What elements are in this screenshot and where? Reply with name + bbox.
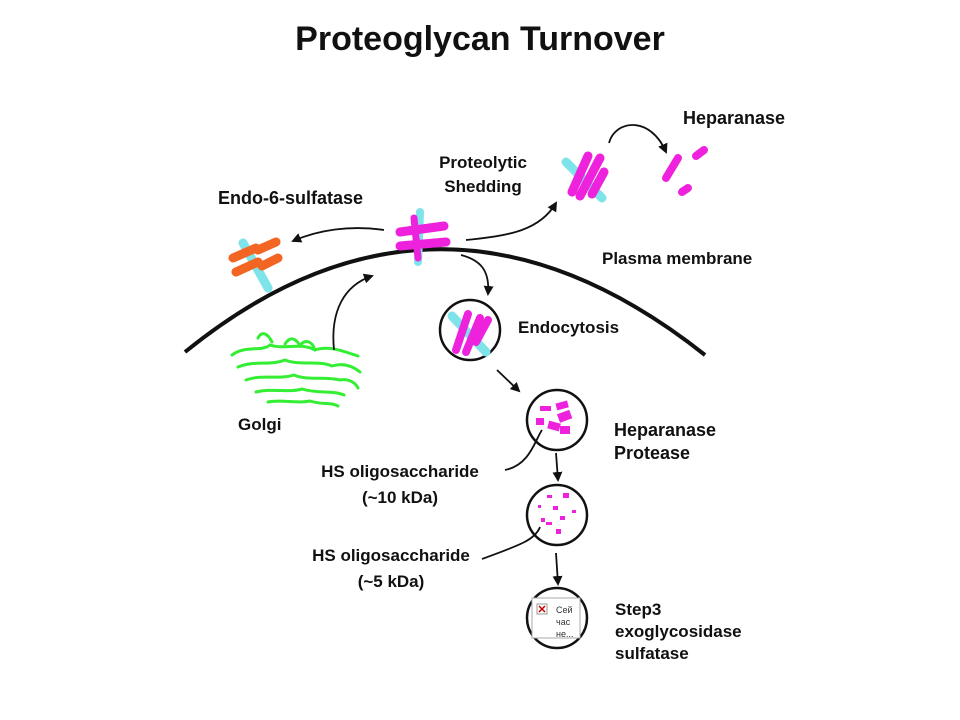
arrow-endocytosis xyxy=(460,254,494,296)
diagram-title: Proteoglycan Turnover xyxy=(295,20,665,58)
arrow-shedding xyxy=(465,201,558,241)
arrow-golgi-to-membrane xyxy=(332,273,374,351)
arrow-to-endosulfatase xyxy=(291,227,385,243)
broken-image-text-3: не... xyxy=(556,629,573,639)
broken-image-icon xyxy=(536,603,548,615)
label-hs-oligo-10-1: HS oligosaccharide xyxy=(321,462,479,481)
label-endo-sulfatase: Endo-6-sulfatase xyxy=(218,188,363,208)
golgi-shape xyxy=(230,332,362,408)
label-hs-oligo-10-2: (~10 kDa) xyxy=(362,488,438,507)
proteoglycan-endosulfatase xyxy=(228,237,283,293)
vesicle-10kda xyxy=(525,388,589,452)
broken-image-text-2: час xyxy=(556,617,571,627)
arrows xyxy=(291,124,668,586)
label-golgi: Golgi xyxy=(238,415,281,434)
label-step3-3: sulfatase xyxy=(615,644,689,663)
arrow-heparanase xyxy=(608,124,668,154)
label-endocytosis: Endocytosis xyxy=(518,318,619,337)
plasma-membrane-arc xyxy=(183,247,707,357)
label-heparanase-protease-2: Protease xyxy=(614,443,690,463)
connector-10kda xyxy=(504,429,543,471)
label-proteolytic-1: Proteolytic xyxy=(439,153,527,172)
label-hs-oligo-5-2: (~5 kDa) xyxy=(358,572,425,591)
arrow-to-vesicle-5kda xyxy=(552,452,563,482)
vesicle-5kda xyxy=(525,483,589,547)
label-plasma-membrane: Plasma membrane xyxy=(602,249,752,268)
proteoglycan-shed xyxy=(561,151,609,203)
endocytosis-vesicle xyxy=(438,298,502,362)
broken-image-text-1: Сей xyxy=(556,605,573,615)
label-step3-2: exoglycosidase xyxy=(615,622,742,641)
label-proteolytic-2: Shedding xyxy=(444,177,521,196)
label-heparanase-protease-1: Heparanase xyxy=(614,420,716,440)
arrow-to-vesicle-10kda xyxy=(496,369,521,393)
label-hs-oligo-5-1: HS oligosaccharide xyxy=(312,546,470,565)
heparanase-fragments xyxy=(662,146,708,196)
label-heparanase-top: Heparanase xyxy=(683,108,785,128)
arrow-to-vesicle-final xyxy=(552,552,563,586)
label-step3-1: Step3 xyxy=(615,600,661,619)
connector-5kda xyxy=(481,526,541,560)
proteoglycan-surface xyxy=(395,208,451,266)
